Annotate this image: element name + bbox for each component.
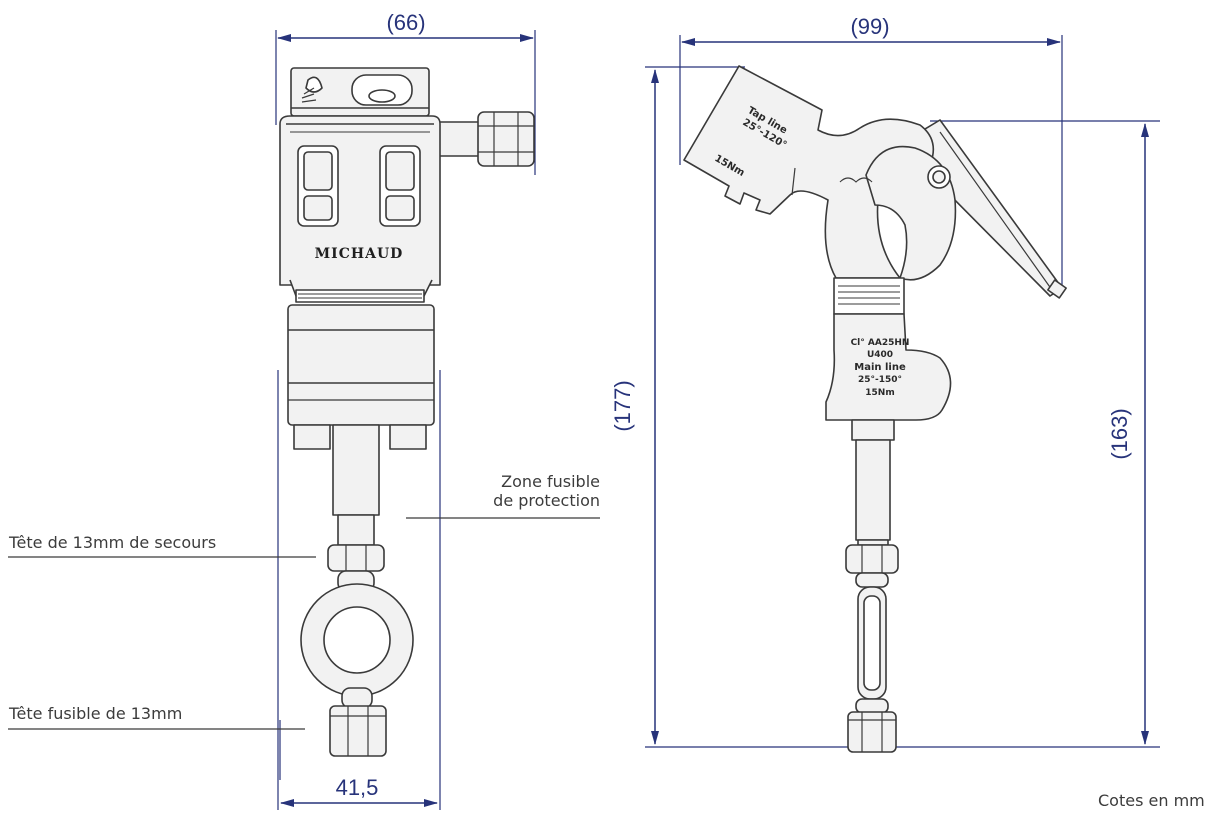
side-view: Tap line 25°-120° 15Nm Cl° AA25HN U400 M…: [683, 65, 1067, 753]
main-voltage-engraving: U400: [867, 350, 893, 360]
front-view: MICHAUD: [279, 67, 535, 757]
dimension-side-height-body: (163): [930, 120, 1160, 745]
cotes-en-mm-label: Cotes en mm: [1098, 791, 1205, 810]
tete-fusible-label: Tête fusible de 13mm: [9, 704, 183, 723]
dimension-label-41-5: 41,5: [336, 775, 379, 800]
zone-fusible-line1: Zone fusible: [501, 472, 600, 491]
zone-fusible-line2: de protection: [493, 491, 600, 510]
dimension-label-99: (99): [850, 14, 889, 39]
main-angle-engraving: 25°-150°: [858, 375, 902, 385]
dimension-label-66: (66): [386, 10, 425, 35]
dimension-label-177: (177): [610, 380, 635, 431]
dimension-side-width: (99): [679, 14, 1063, 290]
dimension-label-163: (163): [1107, 408, 1132, 459]
main-class-engraving: Cl° AA25HN: [851, 338, 910, 348]
main-torque-engraving: 15Nm: [865, 388, 894, 398]
tete-secours-label: Tête de 13mm de secours: [9, 533, 217, 552]
main-line-engraving: Main line: [854, 362, 906, 373]
dimension-side-height-total: (177): [610, 66, 1160, 748]
brand-engraving: MICHAUD: [315, 246, 404, 262]
dimension-front-width-bottom: 41,5: [277, 370, 441, 810]
zone-fusible-label: Zone fusible de protection: [470, 472, 600, 510]
dimension-front-width-top: (66): [275, 10, 536, 175]
